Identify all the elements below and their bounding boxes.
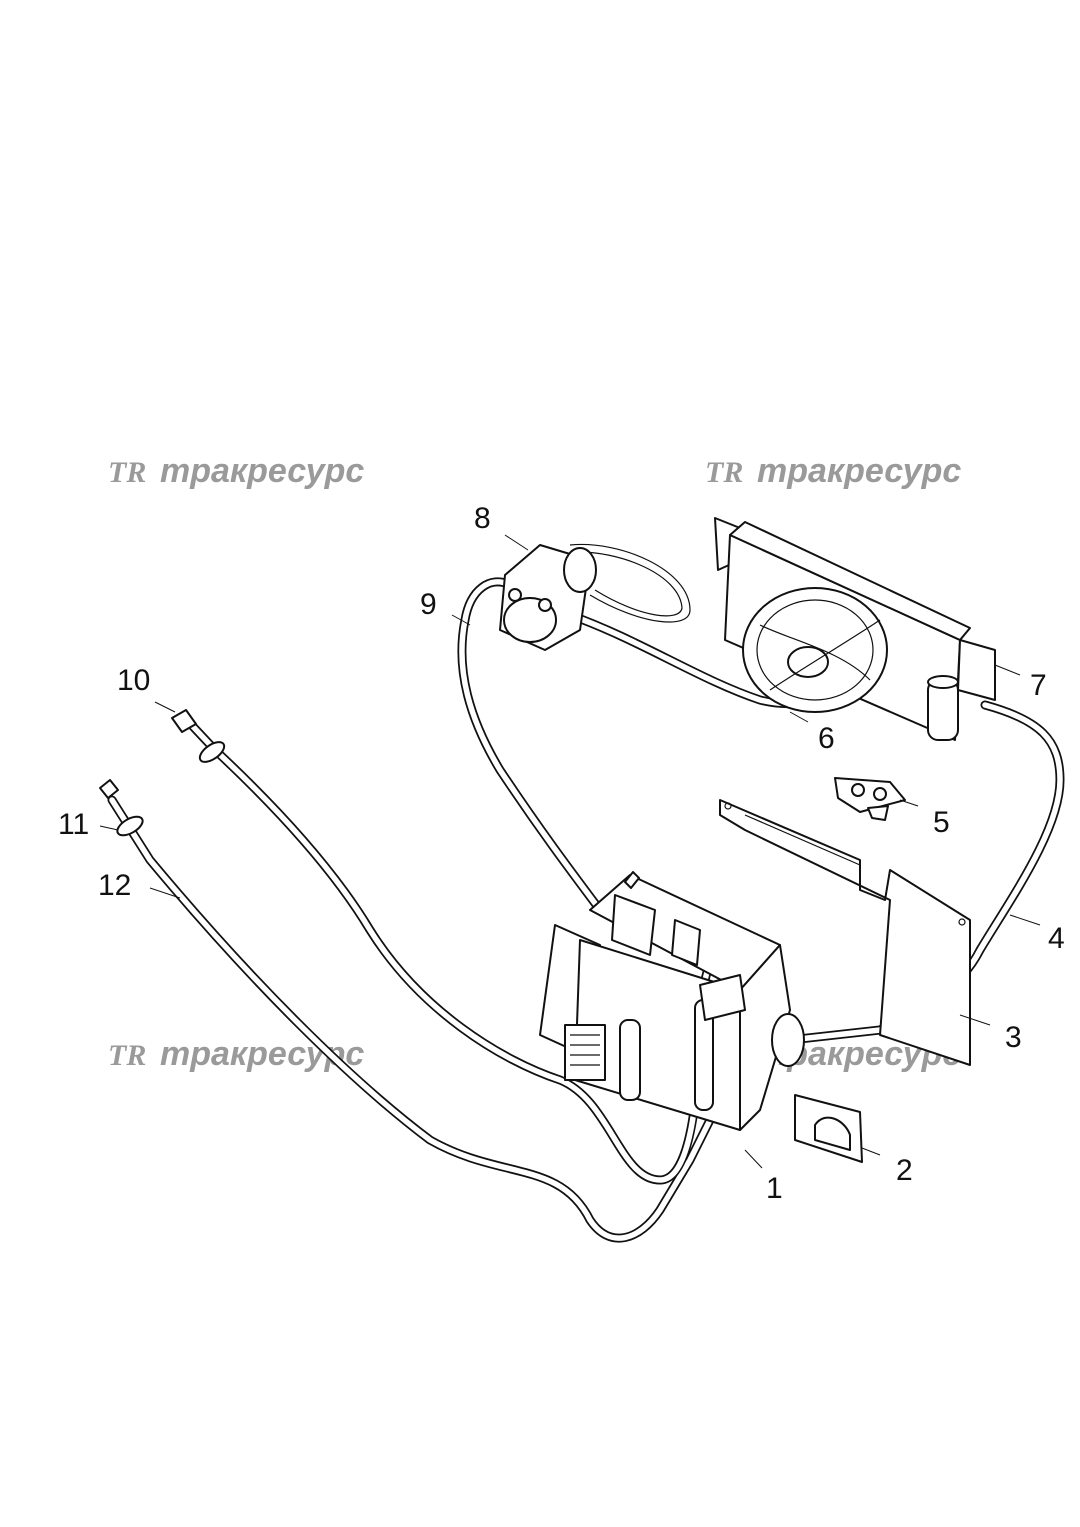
condenser-7: [714, 517, 996, 741]
heater-unit-1: [539, 871, 805, 1131]
callout-2: 2: [896, 1154, 913, 1187]
compressor-8: [499, 543, 691, 651]
callout-3: 3: [1005, 1021, 1022, 1054]
watermark-logo: TR: [108, 1039, 146, 1072]
hose-12: [99, 779, 725, 1243]
callout-5: 5: [933, 806, 950, 839]
watermark-logo: TR: [705, 456, 743, 489]
callout-11: 11: [58, 808, 89, 841]
callout-9: 9: [420, 588, 437, 621]
callout-7: 7: [1030, 669, 1047, 702]
callout-1: 1: [766, 1172, 783, 1205]
callout-8: 8: [474, 502, 491, 535]
watermark-top-left: TR тракресурс: [108, 452, 364, 490]
plate-2: [794, 1094, 863, 1163]
leader-lines: [99, 534, 1041, 1169]
watermark-top-right: TR тракресурс: [705, 452, 961, 490]
callout-10: 10: [117, 664, 150, 697]
hose-10: [171, 709, 715, 1185]
control-panel-5: [834, 777, 906, 821]
watermark-text: тракресурс: [757, 452, 961, 490]
watermark-logo: TR: [108, 456, 146, 489]
mounting-plate-3: [719, 799, 971, 1066]
callout-4: 4: [1048, 922, 1065, 955]
hose-9: [457, 577, 605, 915]
watermark-text: тракресурс: [160, 452, 364, 490]
callout-6: 6: [818, 722, 835, 755]
callout-12: 12: [98, 869, 131, 902]
